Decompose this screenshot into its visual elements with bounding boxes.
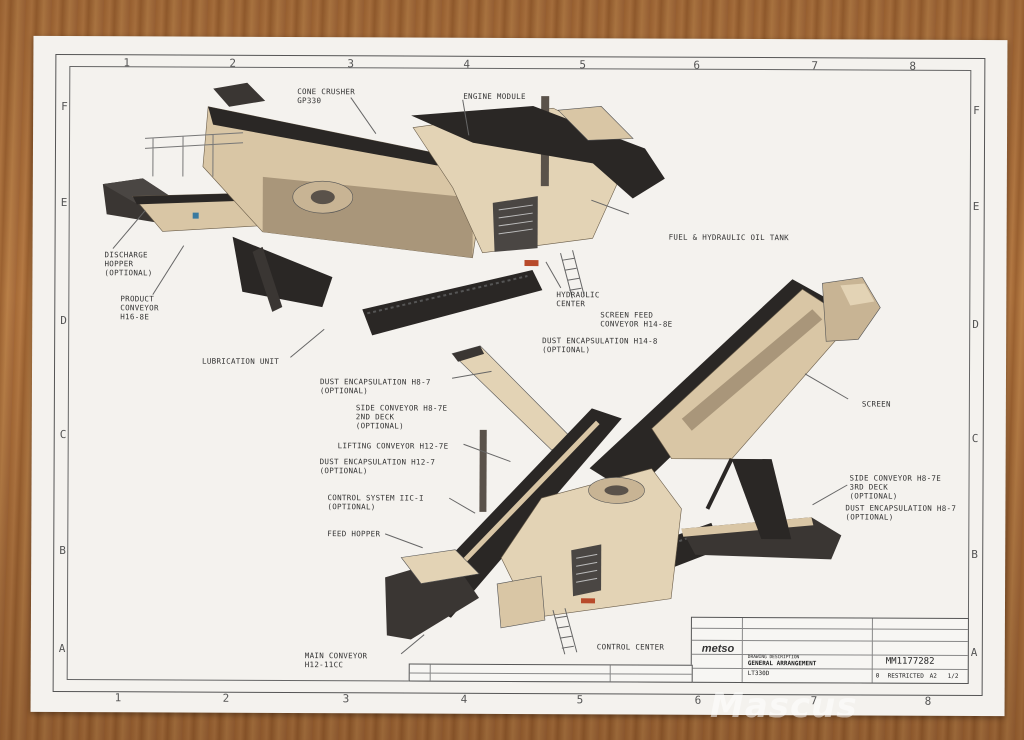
revision: 0 <box>875 672 880 680</box>
label-side-conveyor-2nd-deck: SIDE CONVEYOR H8-7E 2ND DECK (OPTIONAL) <box>355 403 448 431</box>
revision-strip <box>408 663 693 683</box>
label-hydraulic-center: HYDRAULIC CENTER <box>556 290 600 309</box>
title-block: metso DRAWING DESCRIPTION GENERAL ARRANG… <box>690 616 969 684</box>
label-screen-feed-conveyor: SCREEN FEED CONVEYOR H14-8E <box>600 310 673 329</box>
label-dust-encapsulation-h14: DUST ENCAPSULATION H14-8 (OPTIONAL) <box>542 336 658 355</box>
label-control-center: CONTROL CENTER <box>596 642 665 652</box>
machine-illustrations <box>102 82 881 655</box>
label-cone-crusher: CONE CRUSHER GP330 <box>297 87 356 106</box>
drawing-number: MM1177282 <box>885 656 935 667</box>
label-lubrication-unit: LUBRICATION UNIT <box>202 356 280 366</box>
metso-logo: metso <box>701 642 735 655</box>
label-dust-encapsulation-h8-right: DUST ENCAPSULATION H8-7 (OPTIONAL) <box>845 503 957 522</box>
label-discharge-hopper: DISCHARGE HOPPER (OPTIONAL) <box>104 250 153 278</box>
sheet-number: 1/2 <box>947 672 959 680</box>
label-screen: SCREEN <box>861 399 891 409</box>
label-feed-hopper: FEED HOPPER <box>327 529 381 539</box>
mascus-watermark: Mascus <box>710 686 858 726</box>
label-engine-module: ENGINE MODULE <box>463 91 526 102</box>
label-dust-encapsulation-h8-top: DUST ENCAPSULATION H8-7 (OPTIONAL) <box>319 377 431 396</box>
label-product-conveyor: PRODUCT CONVEYOR H16-8E <box>120 294 159 322</box>
label-side-conveyor-3rd-deck: SIDE CONVEYOR H8-7E 3RD DECK (OPTIONAL) <box>849 473 942 501</box>
sheet-size: A2 <box>929 672 937 680</box>
drawing-model: LT330D <box>747 670 770 678</box>
lower-screen-machine <box>385 277 881 655</box>
label-dust-encapsulation-h12: DUST ENCAPSULATION H12-7 (OPTIONAL) <box>319 457 436 476</box>
label-lifting-conveyor: LIFTING CONVEYOR H12-7E <box>337 441 449 451</box>
drawing-title: GENERAL ARRANGEMENT <box>747 660 817 668</box>
drawing-sheet: 1 2 3 4 5 6 7 8 1 2 3 4 5 6 7 8 F E D C … <box>30 35 1008 717</box>
restriction-status: RESTRICTED <box>887 672 924 680</box>
label-main-conveyor: MAIN CONVEYOR H12-11CC <box>304 651 368 670</box>
upper-crusher-machine <box>102 82 665 336</box>
label-control-system: CONTROL SYSTEM IIC-I (OPTIONAL) <box>327 493 424 512</box>
label-fuel-tank: FUEL & HYDRAULIC OIL TANK <box>668 232 790 243</box>
